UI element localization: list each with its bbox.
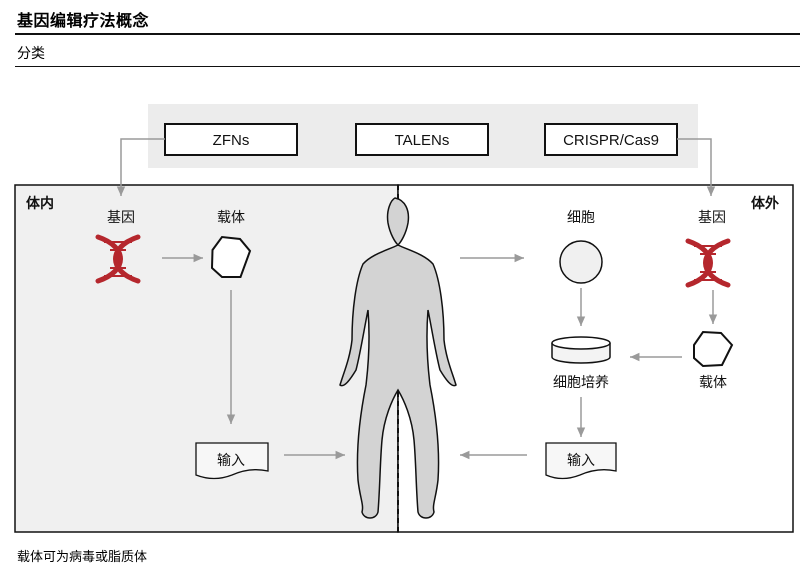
- technique-label-zfns: ZFNs: [213, 132, 250, 149]
- in-vivo-title: 体内: [26, 195, 54, 212]
- technique-label-talens: TALENs: [395, 132, 450, 149]
- ex-vivo-vector-label: 载体: [699, 375, 727, 391]
- vector-hexagon-icon: [210, 235, 252, 278]
- arrow-techniques-to-ex-vivo: [677, 138, 716, 196]
- ex-vivo-input-document-icon: [545, 442, 617, 480]
- vector-hexagon-icon: [693, 330, 734, 368]
- page-subtitle: 分类: [17, 46, 45, 62]
- ex-vivo-gene-label: 基因: [698, 209, 726, 226]
- arrow-techniques-to-in-vivo: [116, 138, 165, 196]
- in-vivo-vector-label: 载体: [217, 210, 245, 226]
- human-figure-icon: [339, 197, 457, 519]
- title-rule: [15, 33, 800, 35]
- technique-label-crispr: CRISPR/Cas9: [563, 132, 659, 149]
- footnote: 载体可为病毒或脂质体: [17, 550, 148, 565]
- petri-dish-icon: [551, 336, 611, 364]
- page-title: 基因编辑疗法概念: [17, 11, 150, 30]
- technique-box-zfns: [164, 123, 298, 156]
- in-vivo-panel: [14, 184, 399, 533]
- ex-vivo-cells-label: 细胞: [567, 210, 595, 226]
- ex-vivo-input-label: 输入: [567, 453, 595, 469]
- in-vivo-input-label: 输入: [217, 453, 245, 469]
- ex-vivo-title: 体外: [751, 195, 779, 212]
- in-vivo-input-document-icon: [195, 442, 269, 480]
- technique-box-talens: [355, 123, 489, 156]
- subtitle-rule: [15, 66, 800, 67]
- in-vivo-gene-label: 基因: [107, 209, 135, 226]
- cell-circle-icon: [559, 240, 603, 284]
- ex-vivo-culture-label: 细胞培养: [553, 375, 609, 391]
